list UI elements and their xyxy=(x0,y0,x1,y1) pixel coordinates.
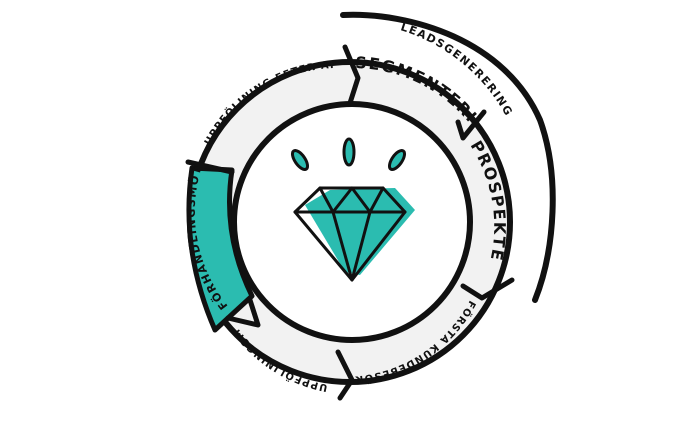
divider-lower-left xyxy=(225,297,261,328)
divider-lower-right xyxy=(460,277,515,301)
segment-highlight xyxy=(186,165,255,333)
divider-bottom xyxy=(335,349,355,401)
divider-upper-right xyxy=(455,109,487,141)
diamond-icon xyxy=(290,137,415,282)
divider-upper-left xyxy=(185,159,235,175)
outer-arc xyxy=(340,11,556,303)
divider-top xyxy=(342,44,361,106)
